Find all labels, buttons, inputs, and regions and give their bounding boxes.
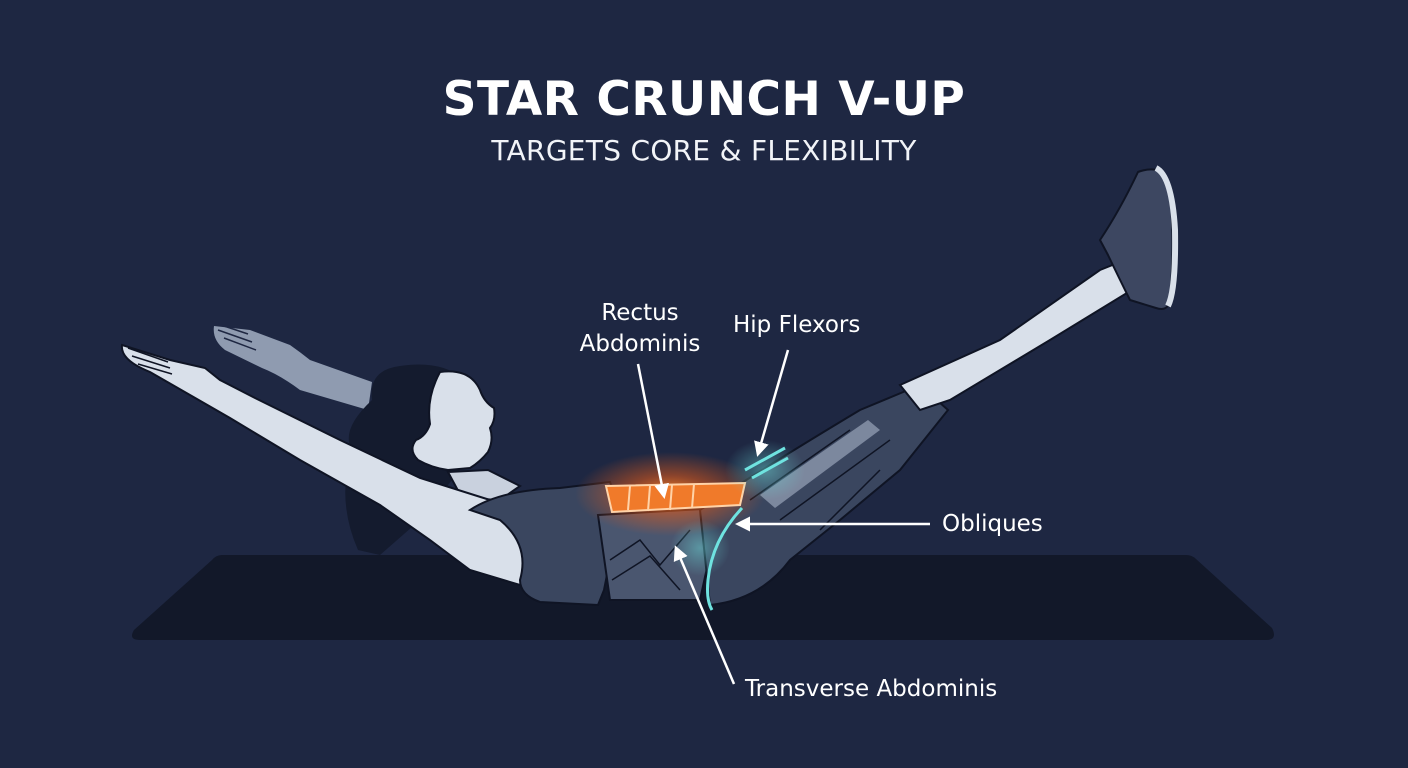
exercise-mat — [132, 555, 1274, 640]
rectus-arrow — [636, 363, 670, 499]
label-rectus-line2: Abdominis — [579, 331, 701, 357]
label-rectus-line1: Rectus — [601, 300, 679, 326]
page-subtitle: TARGETS CORE & FLEXIBILITY — [491, 134, 917, 167]
hip-flexors-arrow — [754, 349, 790, 457]
transverse-arrow — [673, 545, 736, 685]
hip-flexors-highlight — [725, 440, 805, 500]
rectus-abdominis-highlight — [575, 452, 765, 536]
label-transverse-abdominis: Transverse Abdominis — [745, 676, 998, 702]
label-rectus-abdominis: Rectus Abdominis — [555, 298, 725, 360]
label-hip-flexors: Hip Flexors — [733, 312, 861, 338]
label-obliques: Obliques — [942, 511, 1043, 537]
leader-arrows — [636, 349, 930, 685]
transverse-abdominis-highlight — [670, 506, 744, 611]
lower-leg — [898, 256, 1142, 412]
back-arm — [211, 321, 372, 410]
page-title: STAR CRUNCH V-UP — [442, 72, 966, 127]
shoe — [1098, 165, 1179, 310]
